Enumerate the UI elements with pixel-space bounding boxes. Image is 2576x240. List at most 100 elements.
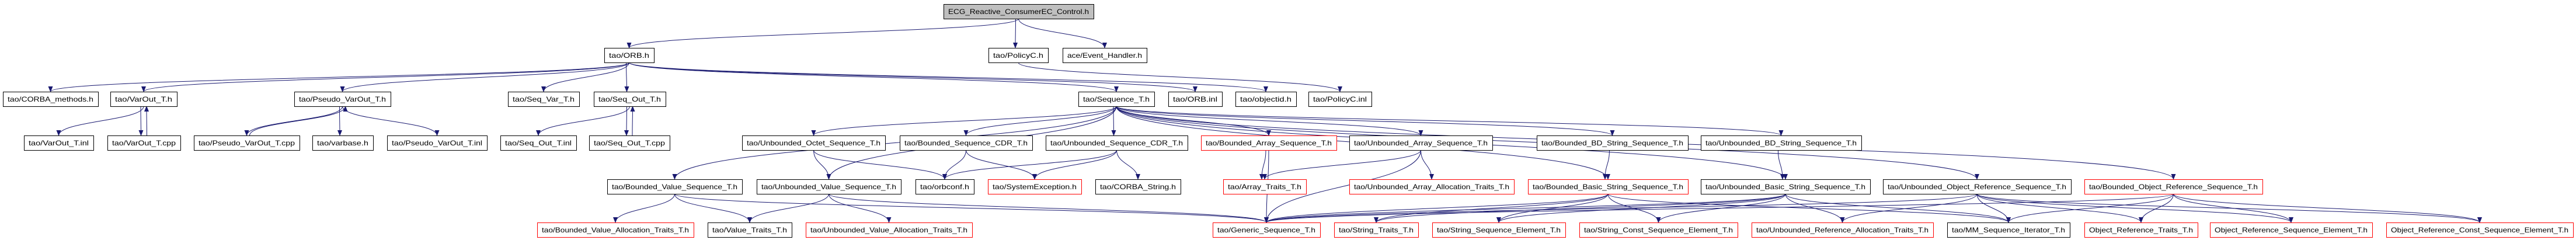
node-tao-objectid-h[interactable]: tao/objectid.h — [1235, 92, 1297, 107]
node-tao-bounded-array-sequence-t-h[interactable]: tao/Bounded_Array_Sequence_T.h — [1201, 135, 1337, 151]
node-tao-unbounded-reference-allocation-traits-t-h[interactable]: tao/Unbounded_Reference_Allocation_Trait… — [1752, 222, 1934, 238]
node-tao-seq-var-t-h[interactable]: tao/Seq_Var_T.h — [508, 92, 580, 107]
node-tao-unbounded-array-sequence-t-h[interactable]: tao/Unbounded_Array_Sequence_T.h — [1349, 135, 1493, 151]
node-box[interactable] — [1046, 135, 1188, 151]
node-box[interactable] — [294, 92, 391, 107]
node-tao-unbounded-array-allocation-traits-t-h[interactable]: tao/Unbounded_Array_Allocation_Traits_T.… — [1349, 179, 1515, 194]
node-box[interactable] — [1308, 92, 1372, 107]
node-tao-sequence-t-h[interactable]: tao/Sequence_T.h — [1078, 92, 1155, 107]
node-box[interactable] — [757, 179, 901, 194]
node-box[interactable] — [944, 4, 1094, 19]
node-box[interactable] — [194, 135, 300, 151]
node-object-reference-traits-t-h[interactable]: Object_Reference_Traits_T.h — [2084, 222, 2198, 238]
node-box[interactable] — [915, 179, 974, 194]
node-tao-orb-inl[interactable]: tao/ORB.inl — [1168, 92, 1223, 107]
node-box[interactable] — [110, 92, 177, 107]
node-tao-bounded-basic-string-sequence-t-h[interactable]: tao/Bounded_Basic_String_Sequence_T.h — [1528, 179, 1689, 194]
node-tao-unbounded-basic-string-sequence-t-h[interactable]: tao/Unbounded_Basic_String_Sequence_T.h — [1701, 179, 1871, 194]
node-tao-policyc-h[interactable]: tao/PolicyC.h — [988, 48, 1049, 63]
node-tao-systemexception-h[interactable]: tao/SystemException.h — [988, 179, 1082, 194]
node-tao-bounded-object-reference-sequence-t-h[interactable]: tao/Bounded_Object_Reference_Sequence_T.… — [2084, 179, 2263, 194]
node-box[interactable] — [1432, 222, 1566, 238]
node-tao-corba-methods-h[interactable]: tao/CORBA_methods.h — [3, 92, 99, 107]
node-tao-seq-out-t-h[interactable]: tao/Seq_Out_T.h — [594, 92, 666, 107]
node-box[interactable] — [1349, 135, 1493, 151]
node-tao-varout-t-cpp[interactable]: tao/VarOut_T.cpp — [107, 135, 181, 151]
node-tao-corba-string-h[interactable]: tao/CORBA_String.h — [1095, 179, 1181, 194]
node-tao-unbounded-sequence-cdr-t-h[interactable]: tao/Unbounded_Sequence_CDR_T.h — [1046, 135, 1188, 151]
node-object-reference-const-sequence-element-t-h[interactable]: Object_Reference_Const_Sequence_Element_… — [2386, 222, 2574, 238]
node-box[interactable] — [1947, 222, 2070, 238]
node-tao-policyc-inl[interactable]: tao/PolicyC.inl — [1308, 92, 1372, 107]
node-box[interactable] — [537, 222, 694, 238]
node-ace-event-handler-h[interactable]: ace/Event_Handler.h — [1063, 48, 1147, 63]
node-box[interactable] — [1223, 179, 1307, 194]
node-tao-array-traits-t-h[interactable]: tao/Array_Traits_T.h — [1223, 179, 1307, 194]
node-box[interactable] — [988, 48, 1049, 63]
node-tao-pseudo-varout-t-h[interactable]: tao/Pseudo_VarOut_T.h — [294, 92, 391, 107]
node-box[interactable] — [988, 179, 1082, 194]
node-box[interactable] — [1752, 222, 1934, 238]
node-box[interactable] — [1213, 222, 1321, 238]
node-tao-pseudo-varout-t-inl[interactable]: tao/Pseudo_VarOut_T.inl — [387, 135, 488, 151]
node-box[interactable] — [604, 48, 655, 63]
node-box[interactable] — [500, 135, 577, 151]
node-tao-varout-t-inl[interactable]: tao/VarOut_T.inl — [24, 135, 94, 151]
node-tao-unbounded-object-reference-sequence-t-h[interactable]: tao/Unbounded_Object_Reference_Sequence_… — [1883, 179, 2072, 194]
node-box[interactable] — [900, 135, 1033, 151]
node-box[interactable] — [1168, 92, 1223, 107]
node-box[interactable] — [387, 135, 488, 151]
node-box[interactable] — [1063, 48, 1147, 63]
node-object-reference-sequence-element-t-h[interactable]: Object_Reference_Sequence_Element_T.h — [2210, 222, 2373, 238]
node-box[interactable] — [3, 92, 99, 107]
node-ecg-reactive-consumerec-control-h[interactable]: ECG_Reactive_ConsumerEC_Control.h — [944, 4, 1094, 19]
node-tao-bounded-sequence-cdr-t-h[interactable]: tao/Bounded_Sequence_CDR_T.h — [900, 135, 1033, 151]
node-tao-seq-out-t-inl[interactable]: tao/Seq_Out_T.inl — [500, 135, 577, 151]
node-box[interactable] — [1078, 92, 1155, 107]
node-tao-string-const-sequence-element-t-h[interactable]: tao/String_Const_Sequence_Element_T.h — [1579, 222, 1738, 238]
node-tao-pseudo-varout-t-cpp[interactable]: tao/Pseudo_VarOut_T.cpp — [194, 135, 300, 151]
node-box[interactable] — [24, 135, 94, 151]
node-box[interactable] — [2210, 222, 2373, 238]
node-tao-mm-sequence-iterator-t-h[interactable]: tao/MM_Sequence_Iterator_T.h — [1947, 222, 2070, 238]
node-box[interactable] — [1095, 179, 1181, 194]
node-box[interactable] — [708, 222, 792, 238]
node-box[interactable] — [1579, 222, 1738, 238]
node-box[interactable] — [2386, 222, 2574, 238]
node-tao-value-traits-t-h[interactable]: tao/Value_Traits_T.h — [708, 222, 792, 238]
node-tao-orb-h[interactable]: tao/ORB.h — [604, 48, 655, 63]
node-box[interactable] — [1528, 179, 1689, 194]
node-tao-unbounded-value-sequence-t-h[interactable]: tao/Unbounded_Value_Sequence_T.h — [757, 179, 901, 194]
node-box[interactable] — [1883, 179, 2072, 194]
node-tao-varbase-h[interactable]: tao/varbase.h — [312, 135, 374, 151]
node-tao-orbconf-h[interactable]: tao/orbconf.h — [915, 179, 974, 194]
node-tao-unbounded-bd-string-sequence-t-h[interactable]: tao/Unbounded_BD_String_Sequence_T.h — [1701, 135, 1862, 151]
node-box[interactable] — [1235, 92, 1297, 107]
node-box[interactable] — [1701, 135, 1862, 151]
node-box[interactable] — [589, 135, 670, 151]
node-box[interactable] — [2084, 179, 2263, 194]
node-box[interactable] — [1537, 135, 1689, 151]
node-box[interactable] — [312, 135, 374, 151]
node-box[interactable] — [1701, 179, 1871, 194]
node-box[interactable] — [594, 92, 666, 107]
node-box[interactable] — [742, 135, 886, 151]
node-tao-seq-out-t-cpp[interactable]: tao/Seq_Out_T.cpp — [589, 135, 670, 151]
node-box[interactable] — [1201, 135, 1337, 151]
node-tao-bounded-bd-string-sequence-t-h[interactable]: tao/Bounded_BD_String_Sequence_T.h — [1537, 135, 1689, 151]
node-box[interactable] — [2084, 222, 2198, 238]
node-box[interactable] — [607, 179, 743, 194]
node-tao-bounded-value-sequence-t-h[interactable]: tao/Bounded_Value_Sequence_T.h — [607, 179, 743, 194]
node-tao-unbounded-octet-sequence-t-h[interactable]: tao/Unbounded_Octet_Sequence_T.h — [742, 135, 886, 151]
node-box[interactable] — [806, 222, 973, 238]
node-box[interactable] — [508, 92, 580, 107]
node-box[interactable] — [107, 135, 181, 151]
node-tao-varout-t-h[interactable]: tao/VarOut_T.h — [110, 92, 177, 107]
node-box[interactable] — [1349, 179, 1515, 194]
node-tao-bounded-value-allocation-traits-t-h[interactable]: tao/Bounded_Value_Allocation_Traits_T.h — [537, 222, 694, 238]
node-tao-unbounded-value-allocation-traits-t-h[interactable]: tao/Unbounded_Value_Allocation_Traits_T.… — [806, 222, 973, 238]
node-tao-string-sequence-element-t-h[interactable]: tao/String_Sequence_Element_T.h — [1432, 222, 1566, 238]
node-box[interactable] — [1334, 222, 1419, 238]
node-tao-string-traits-t-h[interactable]: tao/String_Traits_T.h — [1334, 222, 1419, 238]
node-tao-generic-sequence-t-h[interactable]: tao/Generic_Sequence_T.h — [1213, 222, 1321, 238]
